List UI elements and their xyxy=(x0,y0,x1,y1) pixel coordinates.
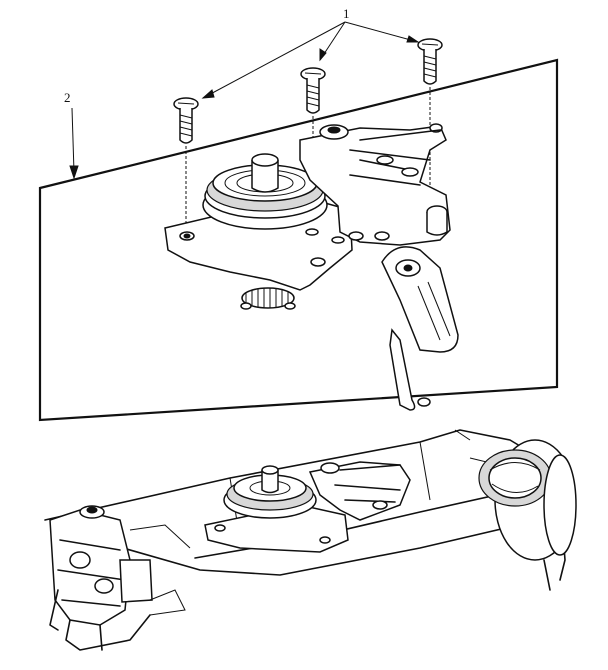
gear xyxy=(240,287,296,310)
callout-label-2: 2 xyxy=(64,90,71,105)
installed-mechanism xyxy=(204,461,411,553)
screw-left xyxy=(173,97,199,232)
callout-label-1: 1 xyxy=(343,6,350,21)
callout-2-leader xyxy=(69,107,79,180)
needle-bar-housing xyxy=(49,505,191,651)
handwheel xyxy=(478,439,577,591)
screw-right xyxy=(417,38,443,205)
callout-1-leaders xyxy=(201,21,420,99)
mechanism-assembly xyxy=(164,123,459,411)
cam-lever xyxy=(381,246,459,411)
machine-body xyxy=(44,429,577,651)
